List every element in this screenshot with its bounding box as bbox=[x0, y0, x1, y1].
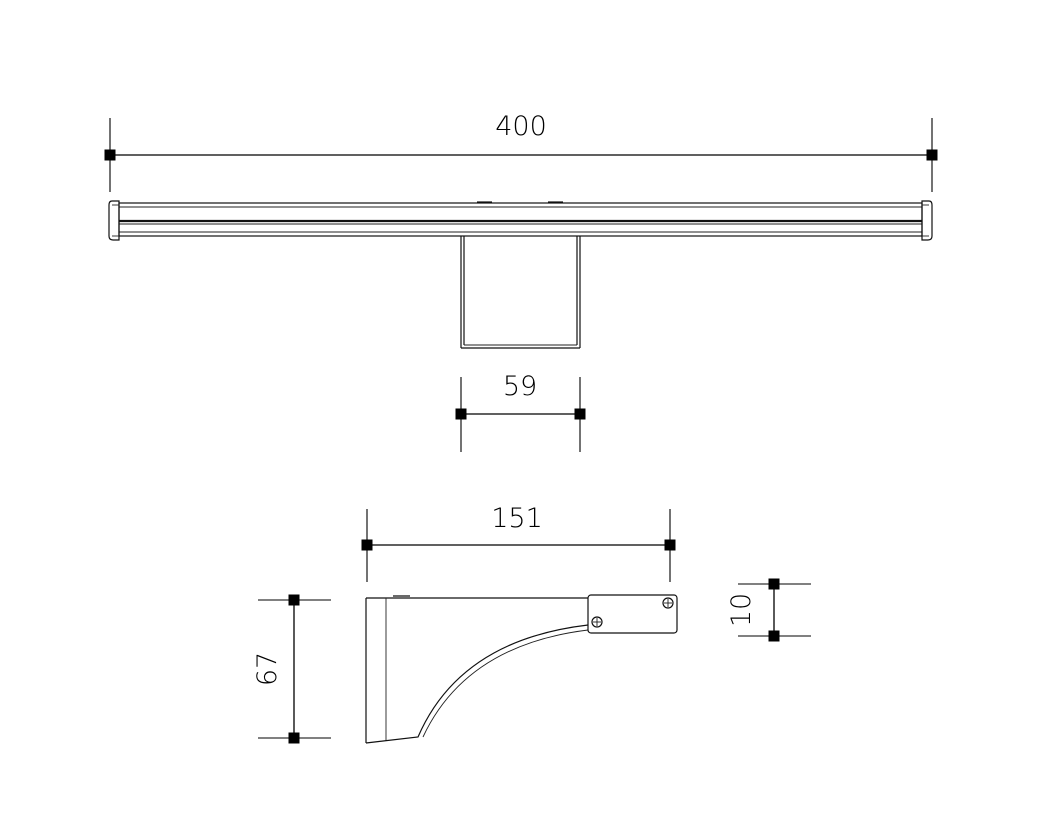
light-bar bbox=[108, 200, 933, 241]
side-view: 151 67 bbox=[252, 503, 811, 744]
screw-icon bbox=[591, 616, 603, 628]
support-arm-side bbox=[365, 595, 589, 744]
mounting-bracket-front bbox=[460, 236, 581, 349]
dimension-label-400: 400 bbox=[495, 111, 547, 142]
left-end-cap bbox=[108, 200, 120, 241]
right-end-cap bbox=[921, 200, 933, 241]
screw-icon bbox=[662, 597, 674, 609]
dimension-arm-depth: 151 bbox=[361, 503, 676, 582]
dimension-label-151: 151 bbox=[491, 503, 543, 534]
dimension-mount-width: 59 bbox=[455, 371, 586, 452]
dimension-label-67: 67 bbox=[252, 652, 283, 686]
dimension-label-10: 10 bbox=[726, 593, 757, 627]
dimension-label-59: 59 bbox=[503, 371, 537, 402]
front-view: 400 bbox=[104, 111, 938, 452]
dimension-arm-height: 67 bbox=[252, 594, 331, 744]
end-head-side bbox=[587, 594, 678, 634]
dimension-end-cap-height: 10 bbox=[726, 578, 811, 642]
dimension-overall-length: 400 bbox=[104, 111, 938, 192]
